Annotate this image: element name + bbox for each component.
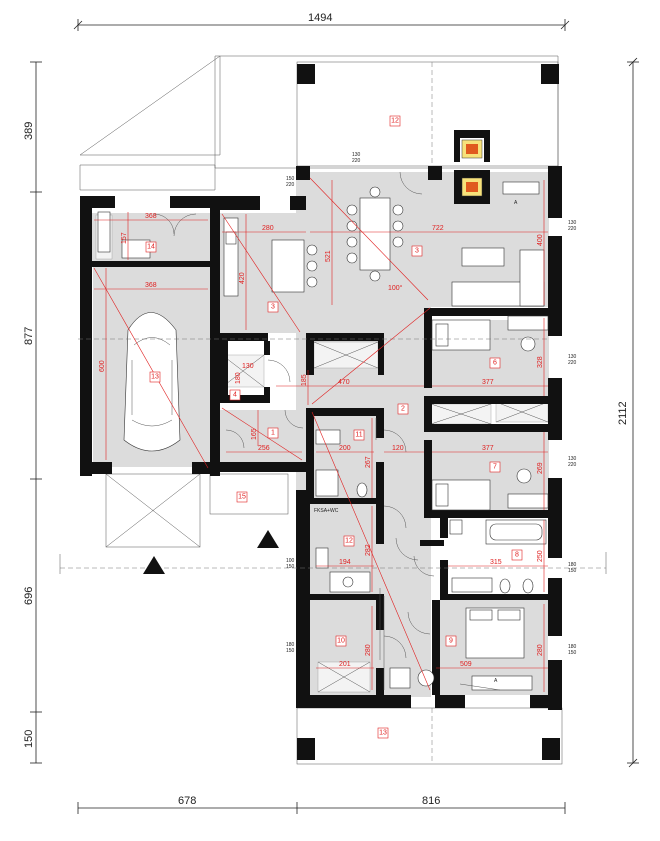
- dining-table-icon: [346, 186, 404, 282]
- dim-470: 470: [338, 379, 350, 386]
- red-guides: [93, 177, 431, 691]
- room-13-garage: 13: [151, 374, 159, 381]
- terrace-posts: [297, 64, 560, 760]
- left-top-dim: 389: [23, 122, 35, 140]
- dim-250: 250: [537, 550, 544, 562]
- section-line: A A: [59, 200, 607, 684]
- dim-509: 509: [460, 661, 472, 668]
- kitchen-island-icon: [223, 217, 318, 297]
- dim-377a: 377: [482, 379, 494, 386]
- room-3-kitchen: 3: [271, 304, 275, 311]
- overall-dimensions: 1494 2112 389 877 696 150 678 816: [23, 12, 639, 814]
- bottom-right-dim: 816: [422, 795, 440, 807]
- dim-368b: 368: [145, 282, 157, 289]
- room-10: 10: [337, 638, 345, 645]
- dim-165: 165: [251, 428, 258, 440]
- dim-315: 315: [490, 559, 502, 566]
- dim-282: 282: [365, 544, 372, 556]
- dim-328: 328: [537, 356, 544, 368]
- dim-420: 420: [239, 272, 246, 284]
- room-4: 4: [233, 392, 237, 399]
- room-3-living: 3: [415, 248, 419, 255]
- dim-269: 269: [537, 462, 544, 474]
- bed-7-icon: [431, 468, 549, 511]
- section-a-top: A: [514, 200, 518, 206]
- dim-120: 120: [392, 445, 404, 452]
- room-2: 2: [401, 406, 405, 413]
- left-bottom-b-dim: 150: [23, 730, 35, 748]
- dim-267: 267: [365, 456, 372, 468]
- dim-194: 194: [339, 559, 351, 566]
- dim-200: 200: [339, 445, 351, 452]
- dim-368a: 368: [145, 213, 157, 220]
- dim-280: 280: [262, 225, 274, 232]
- left-bottom-a-dim: 696: [23, 587, 35, 605]
- room-12-terrace: 12: [391, 118, 399, 125]
- section-a-bottom: A: [494, 678, 498, 684]
- service-areas: [95, 214, 549, 693]
- left-middle-dim: 877: [23, 327, 35, 345]
- room-11: 11: [355, 432, 362, 439]
- dim-256: 256: [258, 445, 270, 452]
- room-labels: 12 3 3 14 13 4 1 15 2 11 12 10 6 7 8 9 1: [145, 115, 523, 739]
- dim-377b: 377: [482, 445, 494, 452]
- kitchen-tag: FKSA+WC: [314, 508, 339, 514]
- dim-521: 521: [325, 250, 332, 262]
- right-height-dim: 2112: [617, 401, 629, 425]
- dim-400: 400: [537, 234, 544, 246]
- dim-280b: 280: [365, 644, 372, 656]
- bed-6-icon: [431, 315, 549, 352]
- dim-722: 722: [432, 225, 444, 232]
- section-arrow-right-icon: [257, 530, 279, 548]
- section-arrow-left-icon: [143, 556, 165, 574]
- dim-100deg: 100°: [388, 284, 403, 292]
- dim-201: 201: [339, 661, 351, 668]
- walls: [80, 130, 562, 710]
- dim-280c: 280: [537, 644, 544, 656]
- fireplace-icon: [461, 139, 483, 197]
- bottom-left-dim: 678: [178, 795, 196, 807]
- room-8: 8: [515, 552, 519, 559]
- room-12: 12: [345, 538, 353, 545]
- terraces: [79, 55, 563, 765]
- top-width-dim: 1494: [308, 12, 332, 24]
- dim-130: 130: [242, 363, 254, 370]
- wc-icon: [315, 429, 368, 498]
- room-6: 6: [493, 360, 497, 367]
- room-9: 9: [449, 638, 453, 645]
- dim-600: 600: [99, 360, 106, 372]
- room-15: 15: [238, 494, 246, 501]
- bathtub-icon: [449, 519, 547, 594]
- sofa-icon: [451, 181, 545, 307]
- room-1: 1: [271, 430, 275, 437]
- dim-185: 185: [301, 374, 308, 386]
- room-14: 14: [147, 244, 155, 251]
- dim-180: 180: [235, 372, 242, 384]
- room-7: 7: [493, 464, 497, 471]
- interior-dimensions: 280 722 521 400 100° 368 157 368 420 600…: [94, 180, 548, 692]
- doors: [153, 171, 501, 691]
- bed-9-icon: [389, 607, 533, 691]
- shower-icon: [315, 547, 371, 593]
- dim-157: 157: [121, 232, 128, 244]
- room-13-terrace: 13: [379, 730, 387, 737]
